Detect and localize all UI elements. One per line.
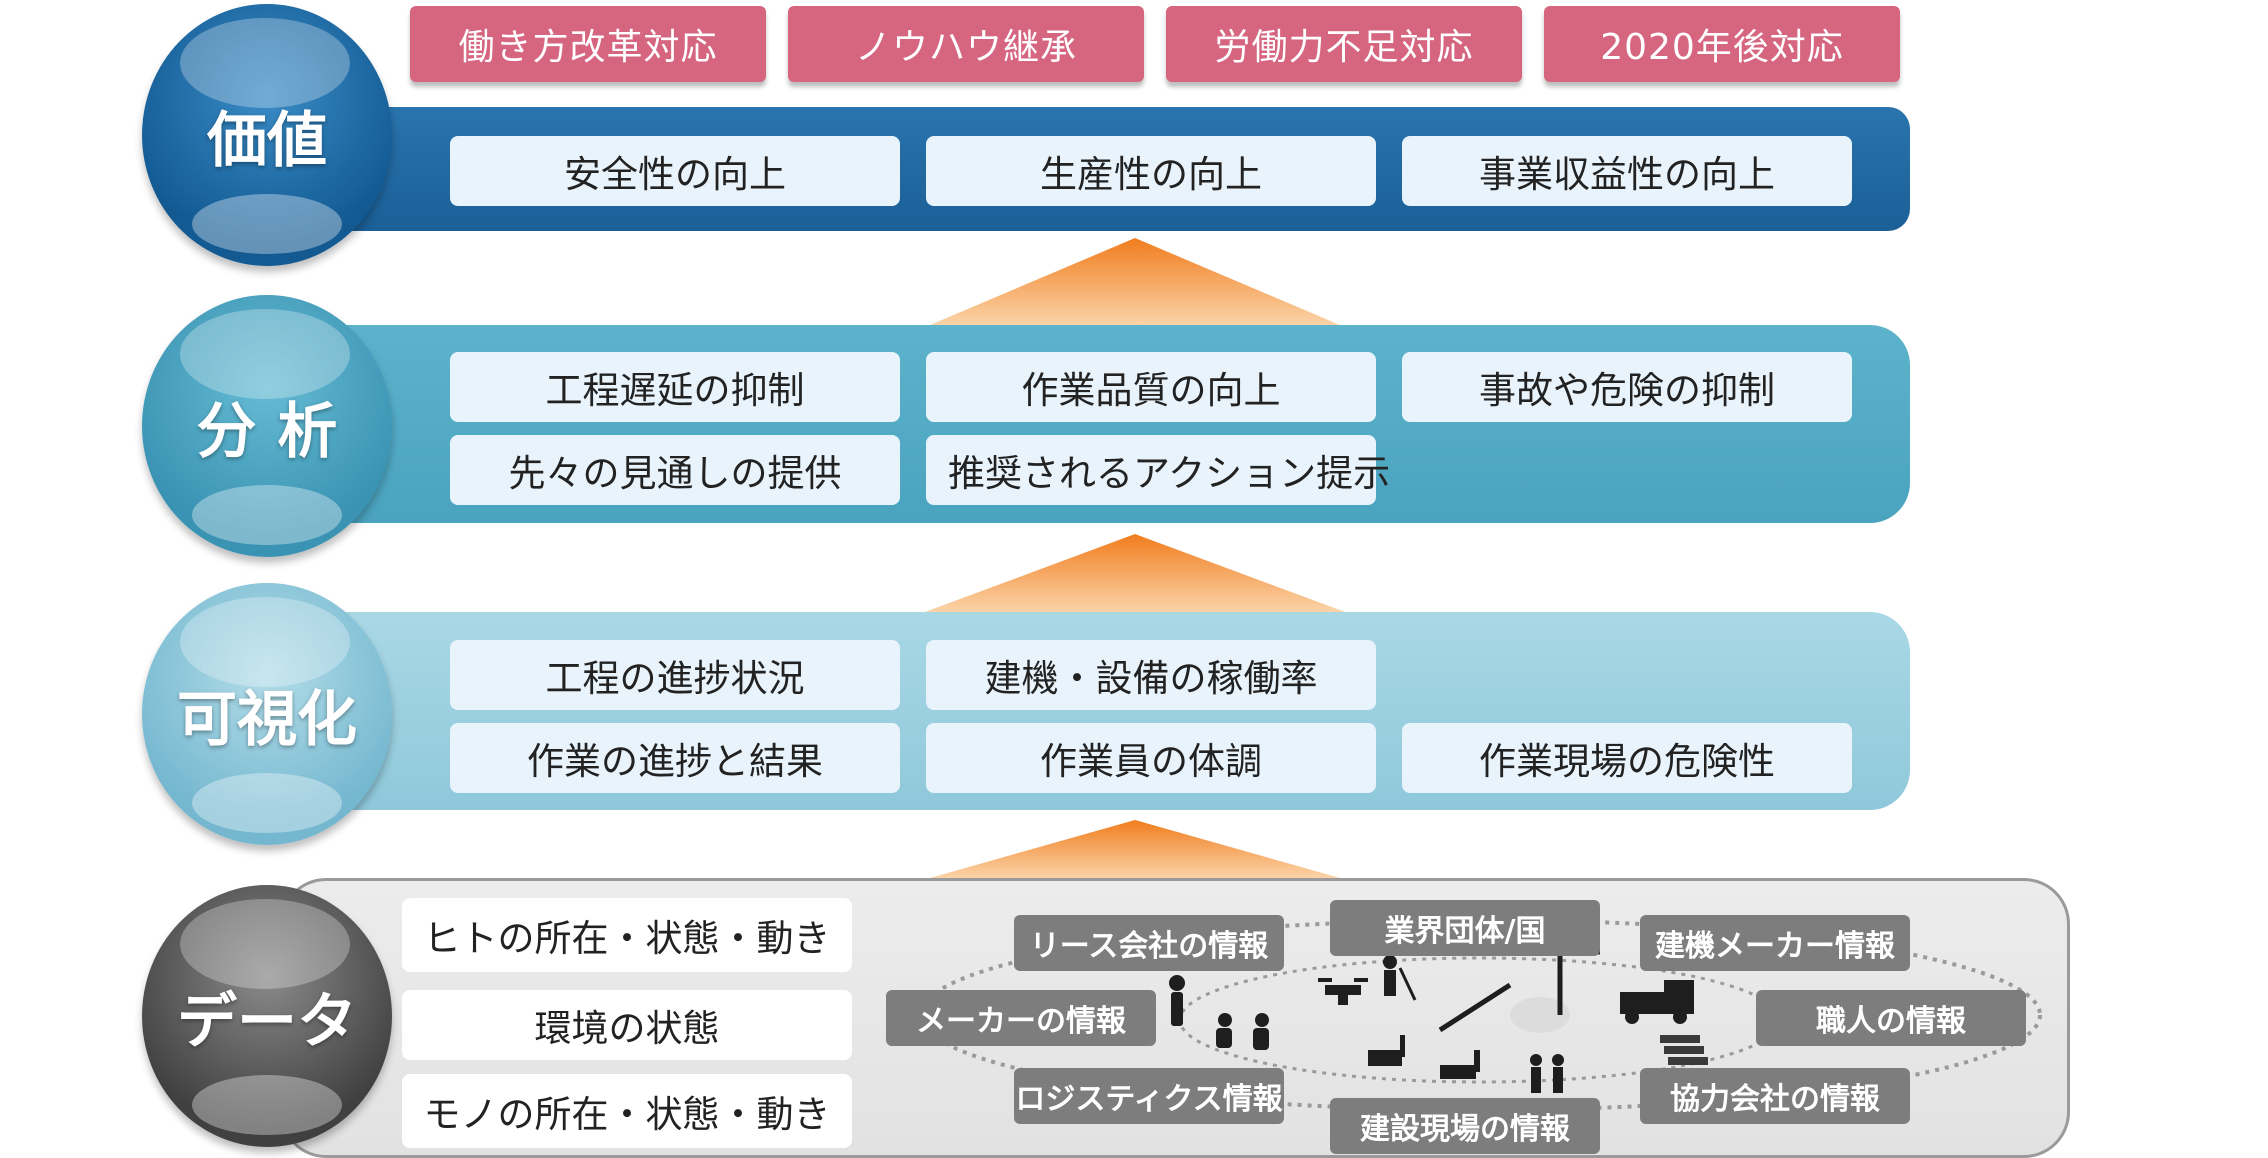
visualization-item: 工程の進捗状況 (450, 640, 900, 710)
visualization-item: 建機・設備の稼働率 (926, 640, 1376, 710)
visualization-item: 作業の進捗と結果 (450, 723, 900, 793)
source-machine-maker: 建機メーカー情報 (1640, 915, 1910, 971)
tag-work-style-reform: 働き方改革対応 (410, 6, 766, 82)
source-craftsman: 職人の情報 (1756, 990, 2026, 1046)
worker-icon (1216, 1013, 1269, 1050)
analysis-item: 先々の見通しの提供 (450, 435, 900, 505)
tag-post-2020: 2020年後対応 (1544, 6, 1900, 82)
data-item-people: ヒトの所在・状態・動き (402, 898, 852, 972)
analysis-item: 事故や危険の抑制 (1402, 352, 1852, 422)
dump-truck-icon (1620, 980, 1694, 1024)
worker-icon (1530, 1054, 1564, 1093)
surveyor-icon (1383, 955, 1417, 1001)
arrow-up-icon (930, 238, 1340, 325)
excavator-icon (1368, 1035, 1480, 1079)
data-item-environment: 環境の状態 (402, 990, 852, 1060)
source-maker: メーカーの情報 (886, 990, 1156, 1046)
tag-labor-shortage: 労働力不足対応 (1166, 6, 1522, 82)
arrow-up-icon (930, 820, 1340, 878)
worker-icon (1169, 975, 1185, 1026)
materials-icon (1660, 1035, 1708, 1065)
drone-icon (1318, 978, 1368, 1005)
source-partner-company: 協力会社の情報 (1640, 1068, 1910, 1124)
visualization-item: 作業員の体調 (926, 723, 1376, 793)
tag-knowhow-succession: ノウハウ継承 (788, 6, 1144, 82)
source-construction-site: 建設現場の情報 (1330, 1098, 1600, 1154)
value-item-productivity: 生産性の向上 (926, 136, 1376, 206)
analysis-label: 分 析 (196, 396, 338, 467)
source-logistics: ロジスティクス情報 (1014, 1068, 1284, 1124)
data-circle: データ (142, 885, 392, 1147)
value-label: 価値 (207, 105, 327, 176)
data-item-things: モノの所在・状態・動き (402, 1074, 852, 1148)
source-lease-company: リース会社の情報 (1014, 915, 1284, 971)
analysis-circle: 分 析 (142, 295, 392, 557)
value-item-safety: 安全性の向上 (450, 136, 900, 206)
arrow-up-icon (925, 534, 1345, 612)
source-industry-government: 業界団体/国 (1330, 900, 1600, 956)
analysis-item: 推奨されるアクション提示 (926, 435, 1390, 505)
value-item-profitability: 事業収益性の向上 (1402, 136, 1852, 206)
value-circle: 価値 (142, 4, 392, 266)
visualization-circle: 可視化 (142, 583, 392, 845)
data-label: データ (177, 986, 357, 1057)
analysis-item: 作業品質の向上 (926, 352, 1376, 422)
visualization-label: 可視化 (177, 684, 357, 755)
analysis-item: 工程遅延の抑制 (450, 352, 900, 422)
visualization-item: 作業現場の危険性 (1402, 723, 1852, 793)
